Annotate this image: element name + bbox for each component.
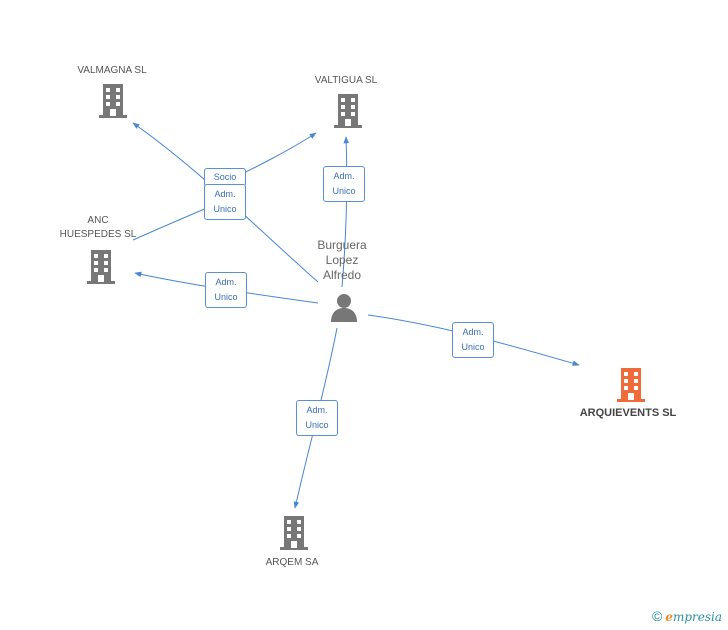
role-line: Adm. [306,405,328,415]
role-line: Adm. [333,171,355,181]
person-name-line-1: Burguera [317,238,367,252]
company-label-valtigua[interactable]: VALTIGUA SL [314,75,378,86]
company-label-arqem[interactable]: ARQEM SA [265,557,319,568]
person-name-line-2: Lopez [325,253,359,267]
person-name-line-3: Alfredo [322,268,362,282]
role-line: Adm. [215,277,237,287]
building-icon[interactable] [85,250,117,284]
company-label-anc-line-1: ANC [87,215,109,226]
building-icon[interactable] [332,94,364,128]
company-label-valmagna[interactable]: VALMAGNA SL [77,65,147,76]
company-label-anc-line-2: HUESPEDES SL [59,229,137,240]
role-line: Unico [332,186,356,196]
company-label-arquievents[interactable]: ARQUIEVENTS SL [579,407,677,419]
copyright-symbol: © [651,608,663,624]
brand-text: mpresia [672,610,722,624]
person-icon[interactable] [329,292,359,322]
role-badge-adm-unico: Adm. Unico [205,272,247,308]
role-line: Unico [461,342,485,352]
edge-to-valtigua [341,136,350,288]
building-icon[interactable] [615,368,647,402]
role-line: Adm. [214,189,236,199]
role-line: Adm. [462,327,484,337]
role-line: Unico [214,292,238,302]
role-line: Unico [305,420,329,430]
role-badge-adm-unico: Adm. Unico [296,400,338,436]
company-label-anc[interactable]: ANC HUESPEDES SL [60,214,137,242]
building-icon[interactable] [97,84,129,118]
role-line: Unico [213,204,237,214]
person-name[interactable]: Burguera Lopez Alfredo [297,238,387,283]
building-icon[interactable] [278,516,310,550]
role-badge-adm-unico: Adm. Unico [323,166,365,202]
role-line: Socio [213,172,237,182]
role-badge-adm-unico: Adm. Unico [452,322,494,358]
brand-e: e [665,610,673,624]
brand-logo[interactable]: ©empresia [652,608,722,624]
role-badge-adm-unico: Adm. Unico [204,184,246,220]
